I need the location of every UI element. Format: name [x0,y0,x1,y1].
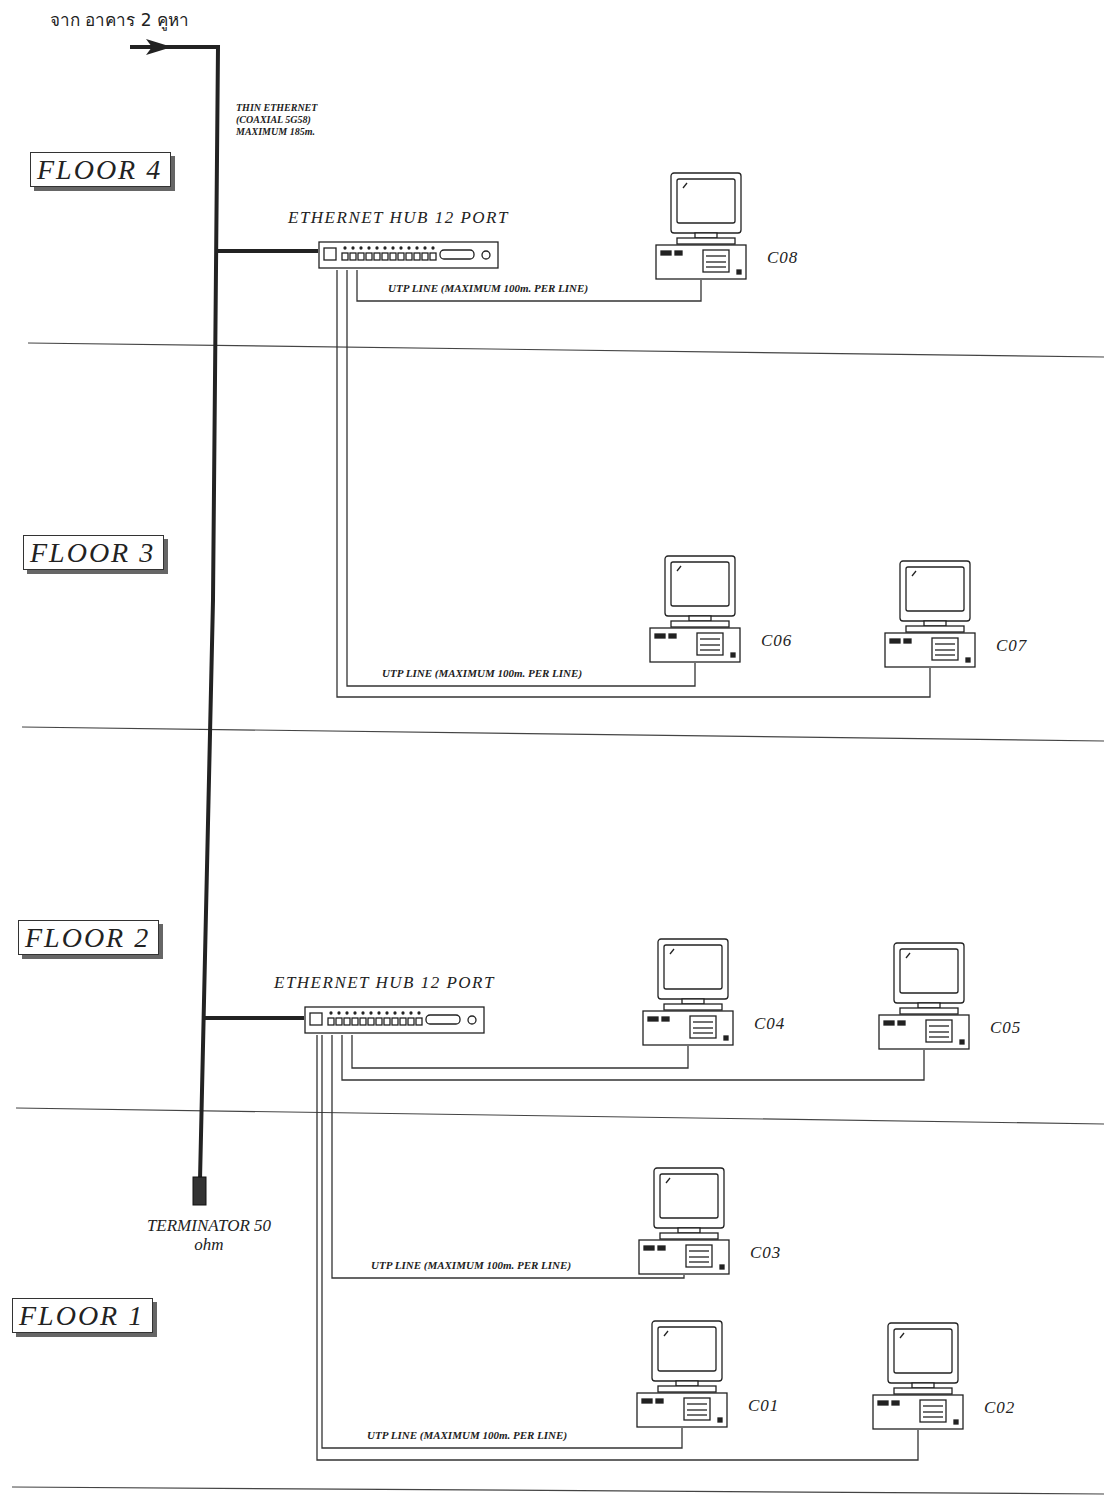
arrow-head [146,39,172,55]
utp-line [337,270,930,697]
floor-divider [16,1108,1104,1124]
line-label: UTP LINE (MAXIMUM 100m. PER LINE) [380,667,584,679]
computer-icon [642,938,734,1046]
utp-line [357,270,701,301]
computer-icon [638,1167,730,1275]
floor-label-box: FLOOR 4 [30,152,171,187]
computer-name: C07 [996,636,1027,656]
computer-name: C01 [748,1396,779,1416]
hub-name: ETHERNET HUB 12 PORT [274,973,499,993]
floor-label-box: FLOOR 1 [12,1298,153,1333]
computer-name: C03 [750,1243,781,1263]
terminator-symbol [193,1177,206,1205]
ethernet-hub: ETHERNET HUB 12 PORT [274,973,499,1035]
computer-name: C05 [990,1018,1021,1038]
computer-icon [636,1320,728,1428]
source-note: จาก อาคาร 2 คูหา [50,6,189,33]
utp-line [317,1035,918,1460]
computer-icon [655,172,747,280]
computer-name: C08 [767,248,798,268]
hub-icon [304,1006,486,1035]
computer-icon [649,555,741,663]
computer: C06 [649,555,741,663]
computer: C05 [878,942,970,1050]
utp-line [342,1035,924,1080]
computer-icon [878,942,970,1050]
utp-line [322,1035,682,1448]
hub-name: ETHERNET HUB 12 PORT [288,208,513,228]
computer: C04 [642,938,734,1046]
coax-backbone [130,47,218,1180]
computer: C08 [655,172,747,280]
computer: C02 [872,1322,964,1430]
coax-stub [217,249,318,253]
computer: C01 [636,1320,728,1428]
floor-divider [12,1487,1104,1494]
computer-name: C02 [984,1398,1015,1418]
hub-icon [318,241,500,270]
floor-name: FLOOR 2 [25,922,150,954]
utp-line [347,270,695,686]
floor-label-box: FLOOR 2 [18,920,159,955]
floor-divider [28,343,1104,357]
line-label: UTP LINE (MAXIMUM 100m. PER LINE) [386,282,590,294]
computer: C07 [884,560,976,668]
floor-name: FLOOR 1 [19,1300,144,1332]
floor-label-box: FLOOR 3 [23,535,164,570]
terminator-label: TERMINATOR 50 ohm [140,1216,278,1254]
computer-icon [884,560,976,668]
floor-name: FLOOR 3 [30,537,155,569]
utp-line [352,1035,688,1068]
line-label: UTP LINE (MAXIMUM 100m. PER LINE) [365,1429,569,1441]
floor-divider [22,727,1104,741]
line-label: UTP LINE (MAXIMUM 100m. PER LINE) [369,1259,573,1271]
computer-name: C06 [761,631,792,651]
utp-line [332,1035,684,1278]
computer-icon [872,1322,964,1430]
ethernet-hub: ETHERNET HUB 12 PORT [288,208,513,270]
cable-note: THIN ETHERNET (COAXIAL 5G58) MAXIMUM 185… [236,102,340,138]
computer-name: C04 [754,1014,785,1034]
computer: C03 [638,1167,730,1275]
floor-name: FLOOR 4 [37,154,162,186]
coax-stub [203,1016,304,1020]
